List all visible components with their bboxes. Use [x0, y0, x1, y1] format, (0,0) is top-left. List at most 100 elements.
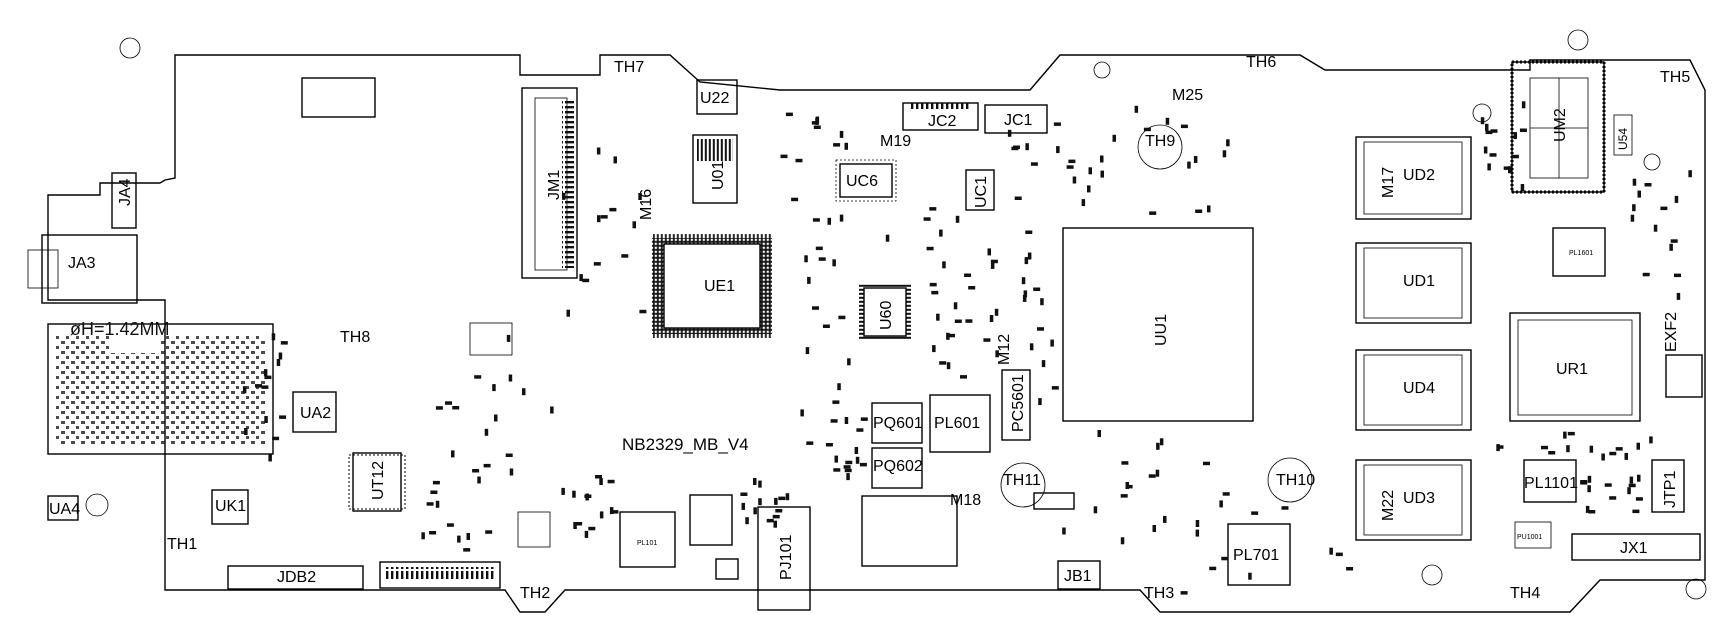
passive-pad — [758, 480, 762, 488]
passive-pad — [263, 369, 268, 377]
component-pl701 — [1227, 523, 1291, 586]
label-um2: UM2 — [1552, 108, 1569, 142]
memory-chip-ud1 — [1355, 242, 1472, 324]
passive-pad — [1508, 166, 1512, 174]
passive-pad — [989, 315, 994, 322]
memory-chip-ud3 — [1355, 459, 1472, 541]
passive-pad — [1513, 132, 1517, 140]
passive-pad — [1050, 339, 1054, 347]
label-jx1: JX1 — [1620, 540, 1648, 557]
passive-pad — [638, 193, 642, 200]
label-jm1: JM1 — [546, 170, 563, 200]
passive-pad — [946, 362, 951, 370]
component-u01 — [692, 134, 738, 204]
component-u54 — [1613, 114, 1633, 156]
passive-pad — [1025, 230, 1033, 234]
component-pq601 — [871, 402, 923, 444]
passive-pad — [1566, 445, 1570, 453]
passive-pad — [611, 510, 619, 514]
passive-pad — [1222, 150, 1227, 158]
chip-ue1 — [663, 243, 761, 329]
passive-pad — [1087, 185, 1091, 193]
component-outline — [1033, 492, 1075, 510]
passive-pad — [1023, 290, 1028, 298]
passive-pad — [1029, 343, 1034, 351]
label-th4: TH4 — [1510, 585, 1540, 602]
passive-pad — [472, 469, 480, 473]
passive-pad — [1022, 294, 1027, 302]
memory-chip-ud2 — [1355, 136, 1472, 220]
component-pl1101 — [1523, 459, 1577, 503]
passive-pad — [1081, 199, 1086, 207]
passive-pad — [1180, 591, 1188, 595]
passive-pad — [280, 341, 288, 345]
thermal-pad-th9 — [1137, 124, 1183, 170]
component-ur1 — [1509, 312, 1641, 422]
component-outline — [301, 77, 376, 118]
passive-pad — [856, 428, 864, 432]
passive-pad — [494, 414, 498, 422]
passive-pad — [596, 147, 601, 155]
passive-pad — [477, 476, 481, 484]
passive-pad — [1660, 206, 1668, 211]
label-pl1601: PL1601 — [1569, 250, 1593, 257]
mounting-hole — [85, 493, 109, 517]
label-ue1: UE1 — [704, 278, 735, 295]
passive-pad — [1329, 547, 1333, 555]
passive-pad — [778, 496, 786, 501]
passive-pad — [806, 441, 814, 445]
component-outline — [469, 322, 513, 356]
label-uc1: UC1 — [973, 176, 990, 208]
passive-pad — [1007, 129, 1012, 137]
passive-pad — [854, 447, 859, 454]
passive-pad — [885, 234, 890, 242]
passive-pad — [805, 347, 810, 355]
passive-pad — [994, 308, 999, 316]
passive-pad — [1219, 500, 1223, 508]
passive-pad — [1609, 496, 1617, 500]
label-m16: M16 — [638, 189, 655, 220]
passive-pad — [1155, 469, 1160, 477]
passive-pad — [845, 460, 853, 465]
passive-pad — [838, 315, 846, 320]
component-uc6 — [839, 163, 893, 198]
component-exf2 — [1665, 354, 1703, 398]
label-uu1: UU1 — [1153, 314, 1170, 346]
label-jtp1: JTP1 — [1662, 471, 1679, 508]
passive-pad — [1097, 430, 1101, 437]
passive-pad — [1024, 257, 1029, 265]
passive-pad — [573, 522, 577, 529]
passive-pad — [1100, 155, 1104, 163]
passive-pad — [1632, 204, 1636, 212]
passive-pad — [1485, 123, 1489, 131]
passive-pad — [1674, 195, 1679, 203]
passive-pad — [1548, 451, 1556, 455]
passive-pad — [955, 215, 960, 223]
passive-pad — [264, 416, 268, 423]
passive-pad — [1143, 127, 1151, 132]
passive-pad — [818, 257, 826, 261]
passive-pad — [1632, 178, 1637, 186]
passive-pad — [1649, 436, 1653, 444]
mounting-hole — [1685, 578, 1707, 600]
component-pq602 — [871, 447, 923, 489]
passive-pad — [595, 475, 602, 479]
passive-pad — [1149, 211, 1157, 215]
passive-pad — [939, 361, 947, 365]
passive-components — [242, 101, 1692, 595]
component-outline — [689, 494, 733, 546]
passive-pad — [276, 359, 281, 366]
label-th11: TH11 — [1003, 472, 1041, 489]
passive-pad — [1021, 277, 1026, 285]
passive-pad — [607, 479, 615, 484]
passive-pad — [1567, 431, 1575, 436]
passive-pad — [946, 332, 950, 340]
passive-pad — [1120, 537, 1125, 545]
passive-pad — [593, 262, 601, 266]
mounting-hole — [1421, 564, 1443, 586]
passive-pad — [1193, 156, 1198, 163]
passive-pad — [948, 333, 955, 338]
passive-pad — [632, 221, 636, 229]
connector-jx1 — [1571, 533, 1701, 561]
passive-pad — [1541, 445, 1548, 450]
